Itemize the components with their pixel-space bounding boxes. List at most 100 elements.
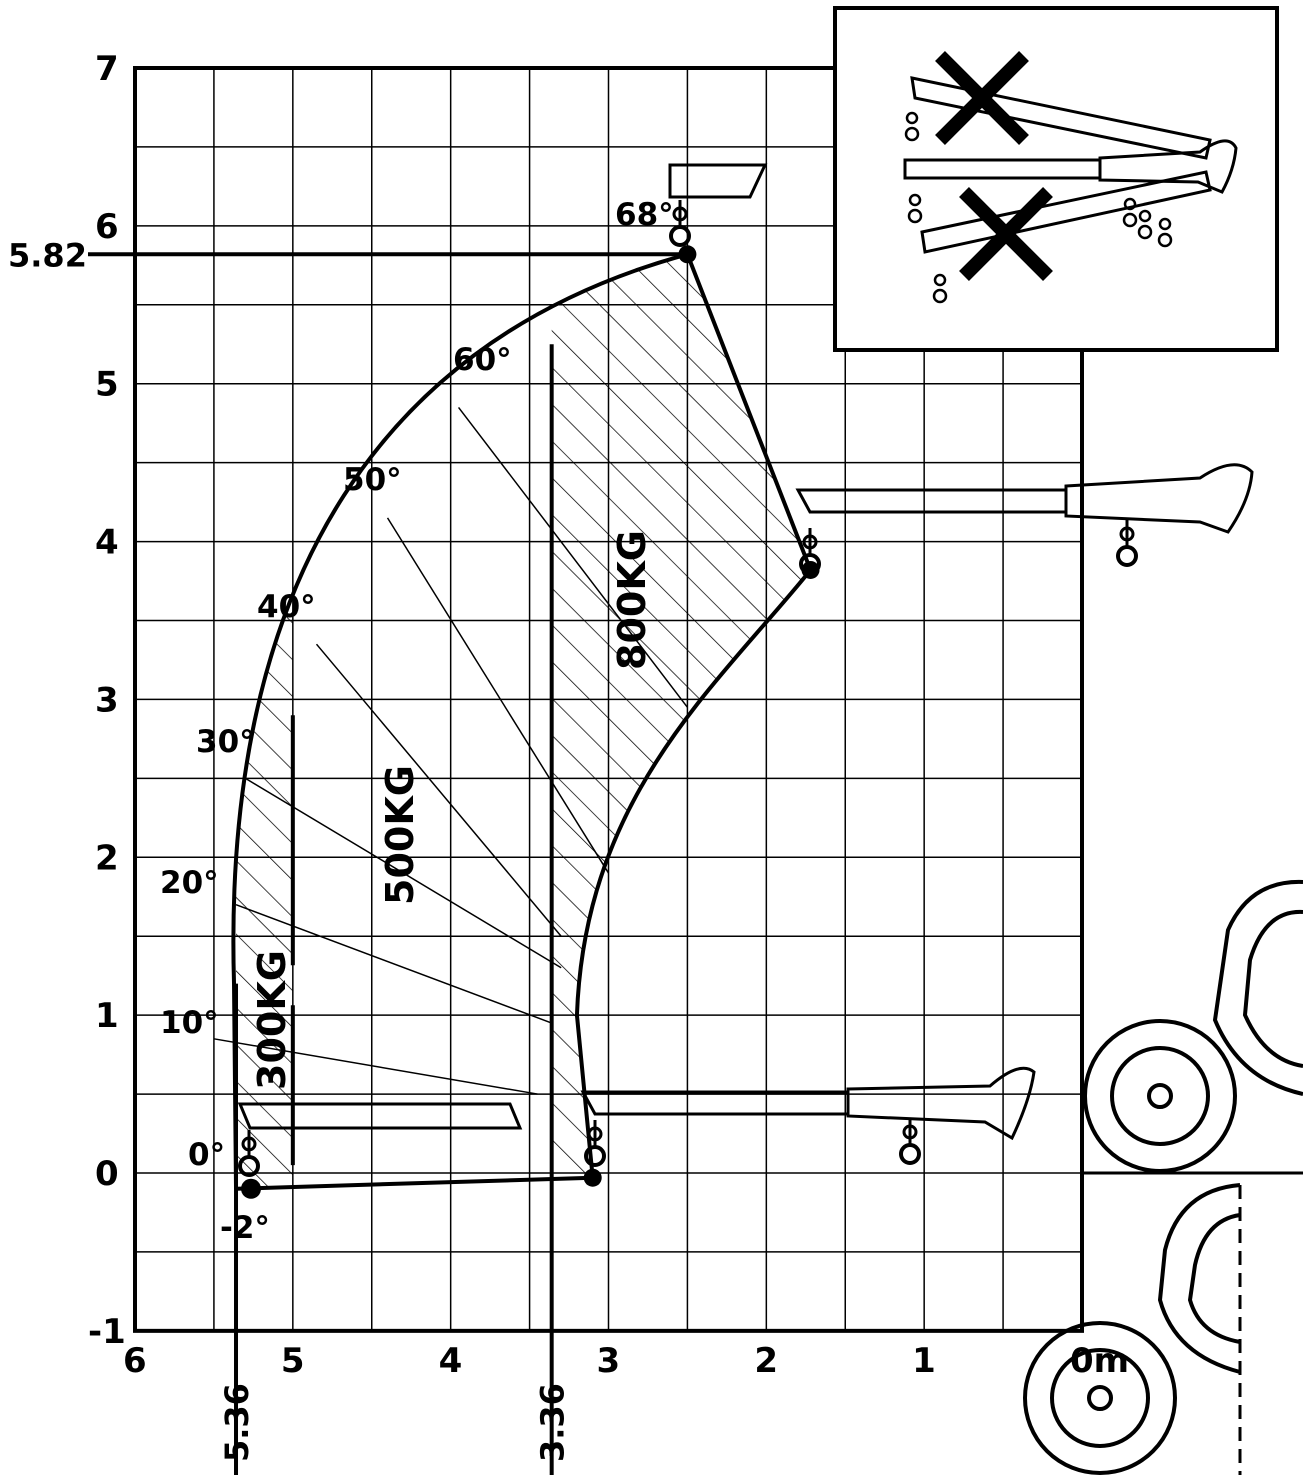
y-tick-label: 5 [95, 365, 119, 405]
hook-icon [905, 111, 919, 125]
boom-68 [668, 163, 768, 264]
fender-inner [1242, 909, 1303, 1068]
hook-link [1119, 526, 1135, 542]
angle-ray [457, 406, 689, 708]
hook-link [902, 1124, 918, 1140]
ref-label-x: 3.36 [534, 1383, 572, 1462]
y-tick-label: 1 [95, 996, 119, 1036]
plot-frame [133, 66, 1084, 1333]
hook-icon [1122, 212, 1138, 228]
boom-horizontal-lower [580, 1066, 1036, 1187]
fender-arc [1212, 879, 1303, 1096]
ref-label-x: 5.36 [218, 1383, 256, 1462]
wheel-hub [1087, 1385, 1113, 1411]
y-tick-label: 2 [95, 838, 119, 878]
angle-ray [315, 643, 562, 937]
y-tick-label: -1 [88, 1312, 126, 1352]
hook-icon [1157, 232, 1173, 248]
y-tick-label: 7 [95, 49, 119, 89]
hook-icon [907, 208, 923, 224]
angle-labels: 68° 60° 50° 40° 30° 20° 10° 0° -2° [160, 197, 674, 1246]
y-tick-label: 0 [95, 1154, 119, 1194]
wheel-rim [1110, 1046, 1210, 1146]
angle-label: -2° [220, 1210, 270, 1246]
boom-level-head [1098, 139, 1238, 194]
boom-section [795, 488, 1068, 514]
hook-icon [584, 1145, 606, 1167]
load-point [801, 560, 820, 579]
boom-section [237, 1102, 523, 1130]
angle-label: 10° [160, 1005, 219, 1041]
hatch-zone [551, 254, 811, 1180]
hook-icon [908, 193, 922, 207]
angle-label: 40° [257, 589, 316, 625]
load-label: 500KG [378, 765, 422, 905]
y-tick-label: 4 [95, 523, 119, 563]
inner-envelope-arc [574, 568, 813, 1178]
boom-angle-rays [213, 406, 689, 1095]
reference-lines [88, 252, 688, 1475]
boom-horizontal-upper [795, 463, 1254, 579]
x-tick-label: 1 [912, 1341, 936, 1381]
x-tick-label: 6 [123, 1341, 147, 1381]
boom-head [846, 1066, 1036, 1141]
y-axis-ticks: -1 0 1 2 3 4 5 6 7 [88, 49, 126, 1352]
hook-icon [1158, 217, 1172, 231]
hook-icon [1138, 209, 1152, 223]
load-label: 800KG [610, 530, 654, 670]
hook-icon [799, 553, 821, 575]
hook-icon [933, 273, 947, 287]
hook-icon [1123, 197, 1137, 211]
bottom-edge [235, 1175, 593, 1191]
y-tick-label: 3 [95, 680, 119, 720]
hook-icon [899, 1143, 921, 1165]
fender-inner-lower [1187, 1213, 1241, 1344]
vehicle-wheels [1023, 879, 1303, 1475]
angle-ray [245, 777, 562, 969]
hook-link [672, 206, 688, 222]
load-point [678, 245, 697, 264]
angle-label: 60° [453, 342, 512, 378]
hatch-zone [236, 594, 293, 1189]
wheel-rim [1050, 1348, 1150, 1448]
hook-link [241, 1136, 257, 1152]
hook-link [587, 1126, 603, 1142]
load-point [583, 1168, 602, 1187]
angle-label: 20° [160, 865, 219, 901]
wheel-hub [1147, 1083, 1173, 1109]
hook-icon [932, 288, 948, 304]
fender-arc-lower [1157, 1183, 1241, 1374]
boom-drawings [237, 163, 1254, 1199]
y-tick-label: 6 [95, 207, 119, 247]
boom-tilted-up [910, 76, 1212, 160]
boom-section [580, 1090, 850, 1116]
angle-ray [235, 903, 552, 1024]
boom-tip [668, 163, 768, 199]
angle-ray [386, 517, 610, 874]
angle-ray [213, 1038, 538, 1095]
outer-envelope-arc [231, 252, 688, 1189]
x-tick-label: 5 [281, 1341, 305, 1381]
load-point [241, 1178, 262, 1199]
x-tick-label: 4 [439, 1341, 463, 1381]
hook-icon [1116, 545, 1138, 567]
wheel-outer [1023, 1321, 1177, 1475]
angle-label: 50° [343, 462, 402, 498]
cross-icon [959, 187, 1053, 281]
hook-icon [1137, 224, 1153, 240]
angle-label: 0° [188, 1137, 225, 1173]
hook-icon [238, 1155, 260, 1177]
wheel-outer [1083, 1019, 1237, 1173]
angle-label: 68° [615, 197, 674, 233]
top-edge [685, 253, 813, 571]
ref-label-y: 5.82 [8, 236, 87, 274]
angle-label: 30° [196, 724, 255, 760]
reference-labels: 5.36 3.36 5.82 [8, 236, 572, 1462]
boom-tilted-down [920, 170, 1212, 254]
hatched-load-zones [236, 254, 811, 1189]
boom-max-reach [237, 1102, 523, 1199]
hook-link [802, 534, 818, 550]
